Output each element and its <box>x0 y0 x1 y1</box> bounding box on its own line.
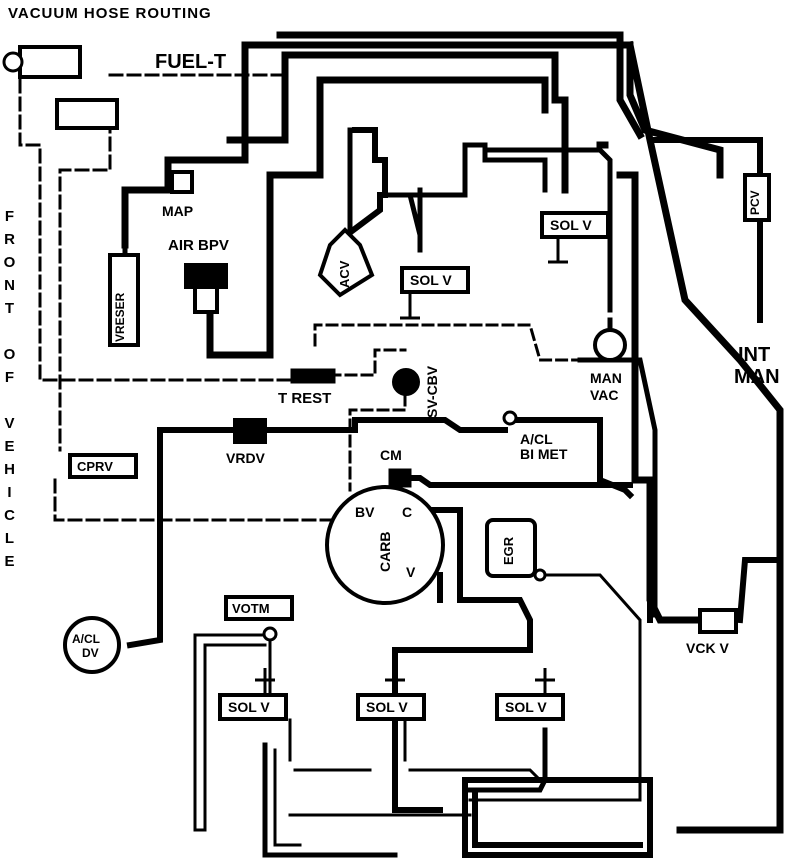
carb-c-label: C <box>402 504 413 520</box>
man-vac-label-2: VAC <box>590 387 619 403</box>
sol-v-box-3 <box>218 693 288 721</box>
hose-dashed-svcbv <box>328 348 407 492</box>
a-cl-bimet-label-2: BI MET <box>520 446 568 462</box>
hose-sol-bottom-verticals <box>288 718 407 762</box>
a-cl-bimet-port <box>502 410 518 426</box>
cm-fitting <box>388 468 412 488</box>
egr-body <box>485 518 537 578</box>
vreser-box <box>108 253 140 347</box>
vreser-label: VRESER <box>113 292 127 342</box>
sv-cbv-label: SV-CBV <box>424 365 440 418</box>
diagram-title: VACUUM HOSE ROUTING <box>8 5 212 22</box>
hose-sol-v-mid <box>377 192 423 253</box>
a-cl-dv-label-2: DV <box>82 646 99 660</box>
vck-v-body <box>698 608 738 634</box>
fuel-t-bracket <box>18 45 82 79</box>
hose-man-vac <box>577 317 658 618</box>
sv-cbv-valve <box>392 368 420 396</box>
carb-v-label: V <box>406 564 416 580</box>
hose-fuel-t <box>276 31 645 140</box>
hose-sol-v-left-bottom <box>262 742 398 858</box>
hose-dashed-cprv <box>53 478 332 522</box>
map-label: MAP <box>162 203 194 219</box>
hose-vckv-right <box>647 497 783 624</box>
carb-bv-label: BV <box>355 504 375 520</box>
pcv-box <box>743 173 771 222</box>
hose-dashed-trest <box>313 323 582 362</box>
air-bpv-body <box>184 263 228 289</box>
hose-vrdv-left <box>126 427 163 649</box>
sol-v-box-5 <box>495 693 565 721</box>
hose-dashed-front <box>18 73 302 452</box>
pcv-label: PCV <box>748 190 762 215</box>
vck-v-label: VCK V <box>686 640 729 656</box>
a-cl-bimet-label-1: A/CL <box>520 431 553 447</box>
fuel-t-mount <box>55 98 119 130</box>
hose-votm <box>193 633 272 832</box>
sol-v-label-5: SOL V <box>505 699 547 715</box>
acv-valve <box>317 227 375 298</box>
front-of-vehicle-label: FRONT OF VEHICLE <box>1 208 18 576</box>
sol-v-label-1: SOL V <box>410 272 452 288</box>
int-man-label-1: INT <box>738 344 771 366</box>
hose-int-man <box>647 137 763 323</box>
air-bpv-label: AIR BPV <box>168 237 229 254</box>
cm-label: CM <box>380 447 402 463</box>
vrdv-body <box>233 418 267 444</box>
t-rest-body <box>290 368 336 384</box>
hose-right-thick <box>596 141 719 624</box>
hose-bottom-middle <box>293 768 543 783</box>
plus-symbol-2 <box>548 237 568 264</box>
plus-symbol-1 <box>400 292 420 320</box>
cprv-label: CPRV <box>77 459 113 474</box>
hose-sol-v-left-bottom2 <box>273 748 302 847</box>
hose-air-bpv <box>206 76 549 359</box>
votm-label: VOTM <box>232 601 270 616</box>
a-cl-dv-body <box>63 616 121 674</box>
man-vac-label-1: MAN <box>590 370 622 386</box>
hose-map-to-int <box>226 51 569 194</box>
cprv-box <box>68 453 138 479</box>
hose-acv-loop <box>335 127 388 245</box>
man-vac-fitting <box>593 328 627 362</box>
acv-label: ACV <box>337 260 352 288</box>
sol-v-box-4 <box>356 693 426 721</box>
hose-cm <box>392 475 633 488</box>
plus-symbol-3 <box>255 668 275 695</box>
hose-bottom-box <box>462 777 653 858</box>
sol-v-box-2 <box>540 211 610 239</box>
votm-port <box>262 626 278 642</box>
egr-label: EGR <box>501 536 516 565</box>
fuel-t-label: FUEL-T <box>155 51 227 73</box>
sol-v-label-4: SOL V <box>366 699 408 715</box>
plus-symbol-5 <box>535 668 555 695</box>
hose-sol-top-right <box>397 142 548 198</box>
fuel-t-bracket-bolt <box>2 51 24 73</box>
hose-carb-c-egr <box>392 507 533 813</box>
sol-v-box-1 <box>400 266 470 294</box>
sol-v-label-2: SOL V <box>550 217 592 233</box>
vrdv-label: VRDV <box>226 450 265 466</box>
hose-egr-right <box>468 573 642 802</box>
carb-label: CARB <box>377 531 393 572</box>
map-sensor <box>170 170 194 194</box>
plus-symbol-4 <box>385 668 405 695</box>
votm-box <box>224 595 294 621</box>
a-cl-dv-label-1: A/CL <box>72 632 100 646</box>
hose-sol-v-right-bottom <box>467 727 548 793</box>
int-man-label-2: MAN <box>734 366 780 388</box>
sol-v-label-3: SOL V <box>228 699 270 715</box>
t-rest-label: T REST <box>278 390 332 407</box>
air-bpv-body2 <box>193 285 219 314</box>
hose-acv-sol <box>347 127 368 253</box>
carb-body <box>325 485 445 605</box>
hose-a-cl-bimet <box>162 417 635 500</box>
egr-port <box>533 568 547 582</box>
